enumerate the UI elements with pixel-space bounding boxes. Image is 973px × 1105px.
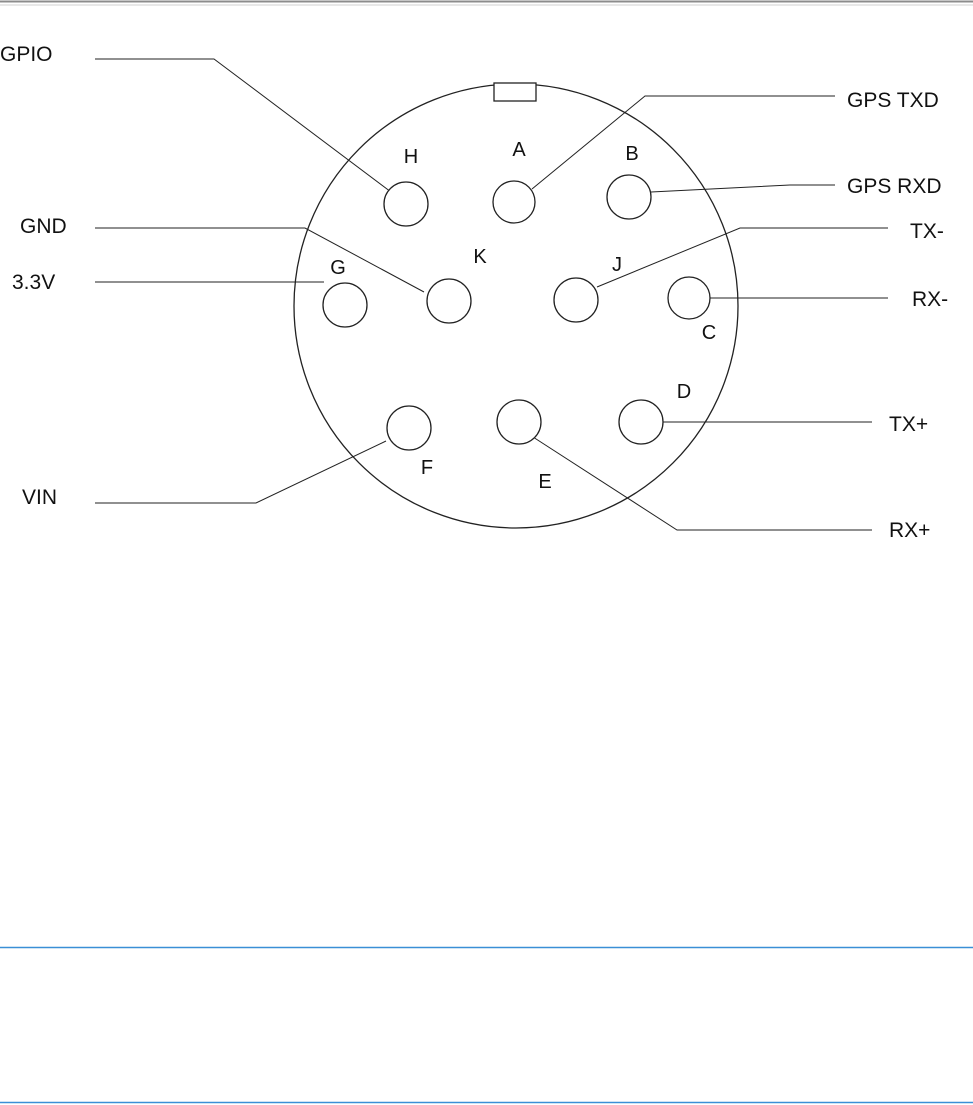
pin-letter-k: K (473, 246, 487, 268)
pin-letter-g: G (330, 257, 346, 279)
pin-h (384, 182, 428, 226)
pin-a (493, 181, 535, 223)
pin-letter-h: H (404, 146, 418, 168)
pin-c (668, 277, 710, 319)
pin-letter-b: B (625, 143, 638, 165)
pin-letter-f: F (421, 457, 433, 479)
signal-label-gnd: GND (20, 215, 67, 238)
pin-e (497, 400, 541, 444)
pin-letter-c: C (702, 322, 716, 344)
signal-label-tx-minus: TX- (910, 220, 944, 243)
pin-letter-e: E (538, 471, 551, 493)
pin-b (607, 175, 651, 219)
signal-label-gpio: GPIO (0, 43, 53, 66)
pin-f (387, 406, 431, 450)
pin-d (619, 400, 663, 444)
wire-vin (95, 441, 386, 503)
signal-label-gps-rxd: GPS RXD (847, 175, 942, 198)
pin-k (427, 279, 471, 323)
signal-label-vin: VIN (22, 486, 57, 509)
signal-label-gps-txd: GPS TXD (847, 89, 939, 112)
pin-letter-a: A (512, 139, 526, 161)
signal-label-rx-plus: RX+ (889, 519, 930, 542)
pin-letter-j: J (612, 254, 622, 276)
signal-label-3v3: 3.3V (12, 271, 55, 294)
connector-key (494, 83, 536, 101)
signal-label-rx-minus: RX- (912, 288, 948, 311)
pin-letter-d: D (677, 381, 691, 403)
signal-label-tx-plus: TX+ (889, 413, 928, 436)
pin-g (323, 283, 367, 327)
pin-j (554, 278, 598, 322)
